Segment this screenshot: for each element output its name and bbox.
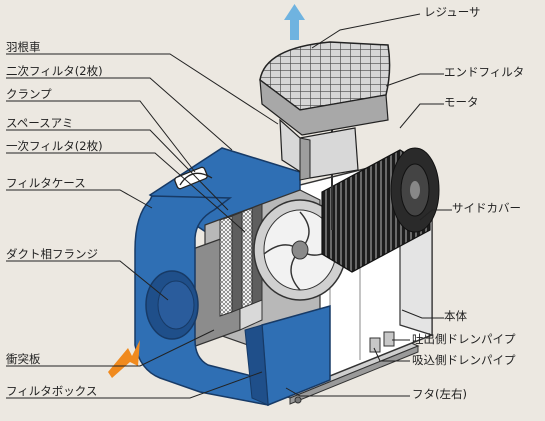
label-clamp: クランプ [6, 87, 52, 101]
label-secondary-filter: 二次フィルタ(2枚) [6, 64, 103, 78]
label-reducer: レジューサ [424, 5, 481, 19]
label-lid: フタ(左右) [412, 387, 467, 401]
label-motor: モータ [444, 95, 479, 109]
clamp [174, 166, 213, 190]
filter-box [244, 305, 331, 407]
label-impeller: 羽根車 [6, 40, 41, 54]
label-duct-flange: ダクト相フランジ [6, 247, 98, 261]
label-filter-box: フィルタボックス [6, 384, 98, 398]
label-end-filter: エンドフィルタ [444, 65, 525, 79]
motor [321, 147, 440, 273]
label-body: 本体 [444, 309, 467, 323]
label-discharge-drain: 吐出側ドレンパイプ [412, 332, 516, 346]
label-primary-filter: 一次フィルタ(2枚) [6, 139, 103, 153]
drain-pipes [369, 331, 395, 353]
leader-lines [6, 13, 452, 399]
label-side-cover: サイドカバー [452, 201, 521, 215]
reducer [259, 41, 391, 181]
label-spacer-mesh: スペースアミ [6, 116, 74, 130]
label-suction-drain: 吸込側ドレンパイプ [412, 353, 516, 367]
outlet-arrow-icon [284, 4, 305, 40]
label-filter-case: フィルタケース [6, 176, 86, 190]
inlet-arrow-icon [108, 340, 140, 378]
label-baffle-plate: 衝突板 [6, 352, 41, 366]
